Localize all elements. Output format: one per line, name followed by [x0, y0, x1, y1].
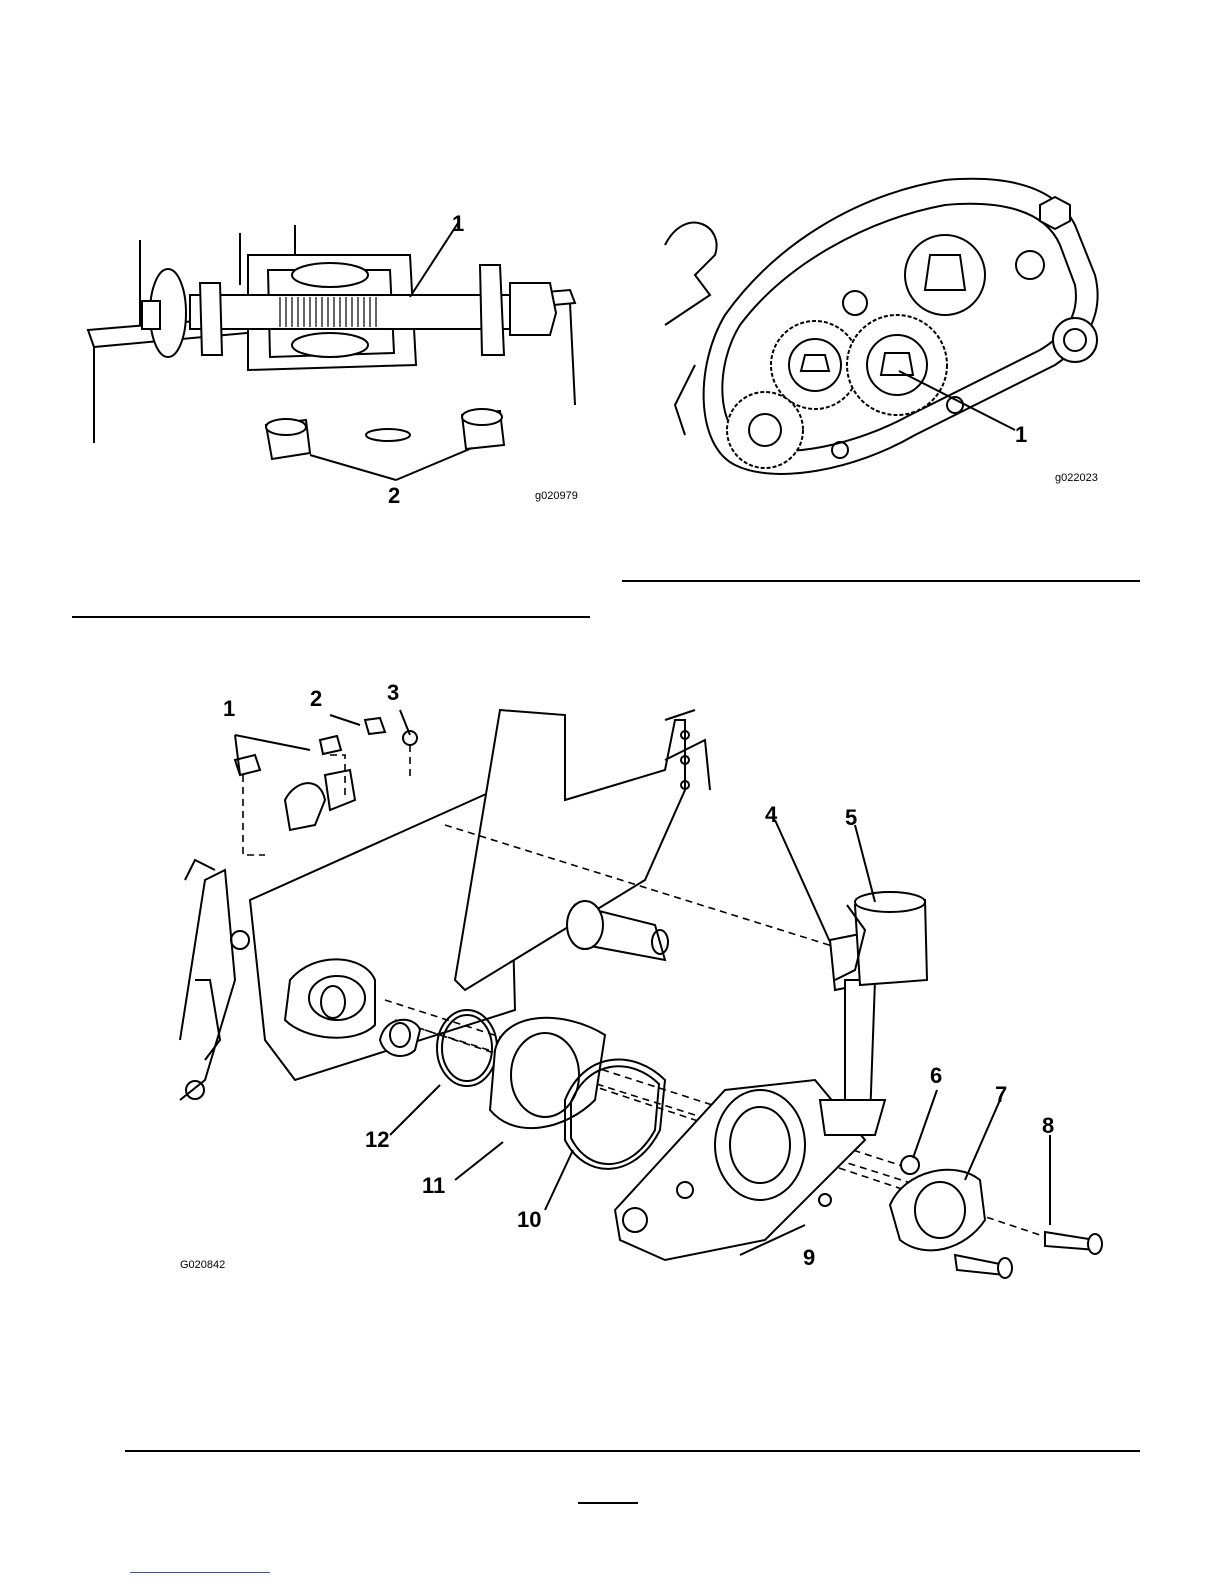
page-number-rule — [578, 1502, 638, 1504]
figure-id: G020842 — [180, 1259, 225, 1271]
callout-1: 1 — [223, 696, 235, 721]
callout-2: 2 — [310, 686, 322, 711]
callout-12: 12 — [365, 1127, 389, 1152]
rule-right — [622, 580, 1140, 582]
figure-id: g020979 — [535, 490, 578, 502]
callout-4: 4 — [765, 802, 778, 827]
callout-5: 5 — [845, 805, 857, 830]
callout-6: 6 — [930, 1063, 942, 1088]
gear-housing-illustration: 1 g022023 — [655, 165, 1125, 495]
callout-3: 3 — [387, 680, 399, 705]
footer-link-rule — [130, 1572, 270, 1573]
callout-8: 8 — [1042, 1113, 1054, 1138]
figure-id: g022023 — [1055, 472, 1098, 484]
figure-bearing-puller: 1 2 g020979 — [80, 205, 600, 515]
exploded-assembly-illustration: 1 2 3 4 5 6 7 8 9 10 11 12 G020842 — [165, 680, 1125, 1280]
callout-2: 2 — [388, 483, 400, 508]
footer-rule — [125, 1450, 1140, 1452]
rule-left — [72, 616, 590, 618]
callout-10: 10 — [517, 1207, 541, 1232]
callout-9: 9 — [803, 1245, 815, 1270]
callout-1: 1 — [452, 211, 464, 236]
figure-exploded-assembly: 1 2 3 4 5 6 7 8 9 10 11 12 G020842 — [165, 680, 1125, 1280]
figure-gear-housing: 1 g022023 — [655, 165, 1125, 495]
callout-7: 7 — [995, 1082, 1007, 1107]
bearing-puller-illustration: 1 2 g020979 — [80, 205, 600, 515]
callout-11: 11 — [422, 1173, 445, 1198]
callout-1: 1 — [1015, 422, 1027, 447]
